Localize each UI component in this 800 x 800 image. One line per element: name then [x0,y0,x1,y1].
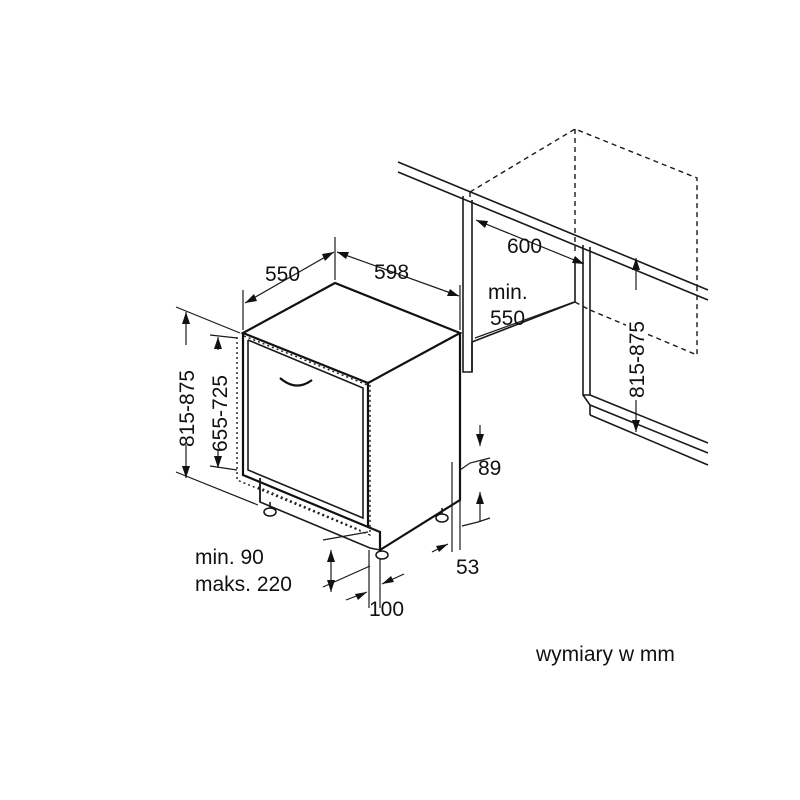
niche-width-dimension: 600 [475,219,585,265]
depth-label: 550 [265,263,300,286]
plinth-gap-label: 100 [369,598,404,621]
plinth-min-label: min. 90 [195,546,264,569]
dishwasher-body [236,281,463,560]
niche-width-label: 600 [507,235,542,258]
foot-offset-label: 53 [456,556,479,579]
niche-depth-dimension: min. 550 [474,281,575,339]
niche-depth-value: 550 [490,307,525,330]
width-dimension: 598 [336,251,461,330]
niche-height-label: 815-875 [626,321,649,398]
niche-height-dimension: 815-875 [626,258,649,432]
plinth-height-label: 89 [478,457,501,480]
door-height-dimension: 655-725 [206,334,238,471]
height-dimension: 815-875 [174,306,259,506]
plinth-max-label: maks. 220 [195,573,292,596]
plinth-gap-dimension: min. 90 maks. 220 100 [195,531,405,621]
door-height-label: 655-725 [209,375,232,452]
height-label: 815-875 [176,370,199,447]
units-note: wymiary w mm [535,643,675,666]
niche-depth-prefix: min. [488,281,528,304]
plinth-height-dimension: 89 53 [431,425,501,579]
niche-outline [397,128,709,466]
depth-dimension: 550 [242,237,336,330]
width-label: 598 [374,261,409,284]
